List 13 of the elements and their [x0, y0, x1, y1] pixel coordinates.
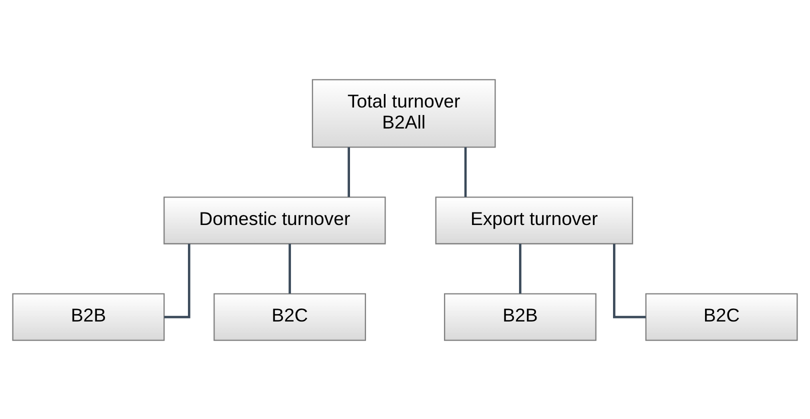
connector [164, 243, 190, 318]
connector [464, 146, 467, 196]
connector [348, 146, 350, 196]
node-box: B2B [444, 292, 596, 340]
node-box: Export turnover [435, 196, 634, 244]
connector [288, 243, 291, 294]
node-box: B2C [214, 292, 366, 340]
connector [613, 243, 646, 318]
node-box: B2C [645, 292, 798, 340]
node-box: Total turnover B2All [312, 78, 496, 148]
node-box: Domestic turnover [164, 196, 386, 244]
connector [519, 243, 522, 294]
node-box: B2B [12, 292, 165, 340]
